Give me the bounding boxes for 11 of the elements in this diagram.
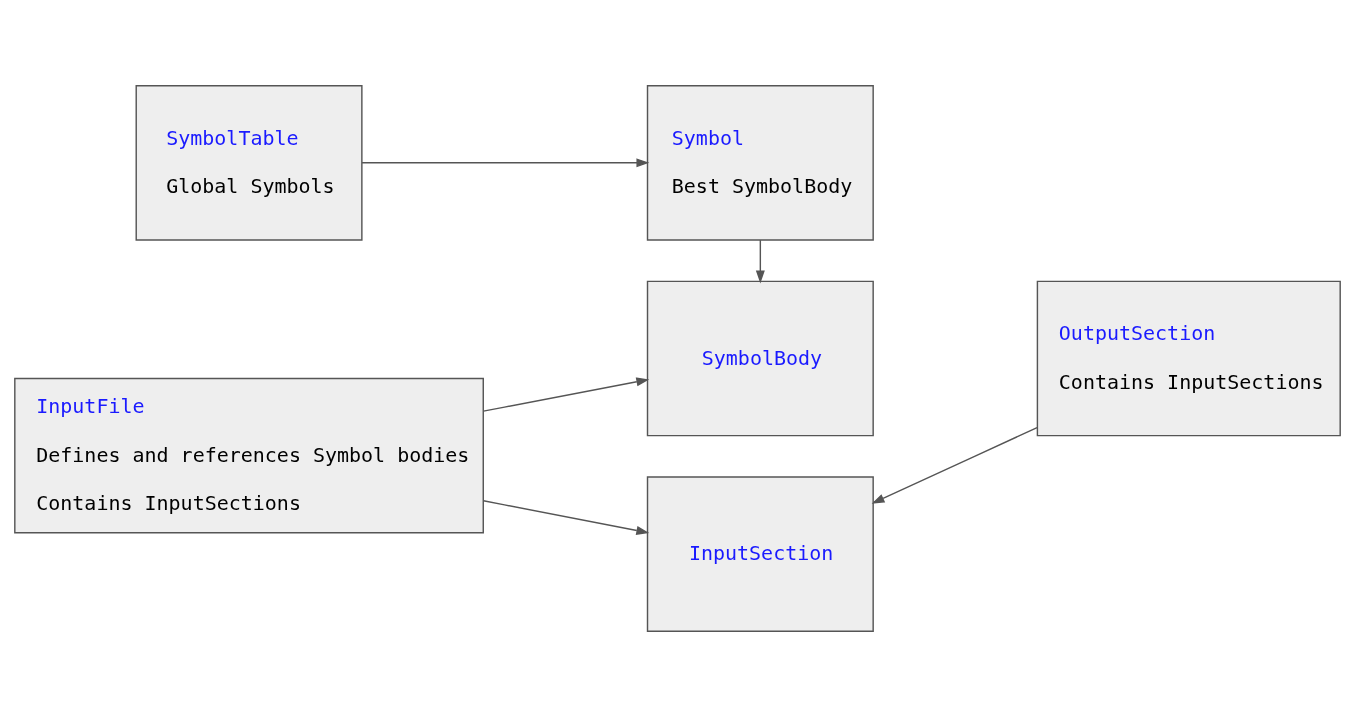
arrow: [482, 377, 650, 412]
node-box: Symbol Best SymbolBody: [646, 85, 874, 241]
node-box: SymbolTable Global Symbols: [135, 85, 363, 241]
arrow: [755, 239, 765, 284]
node-box: OutputSection Contains InputSections: [1036, 280, 1341, 437]
arrow: [482, 500, 650, 535]
node-box: SymbolBody: [646, 280, 874, 437]
node-box: InputFile Defines and references Symbol bodies Contains InputSections: [14, 377, 484, 534]
arrow: [361, 158, 650, 168]
node-box: InputSection: [646, 476, 874, 632]
arrow: [871, 426, 1038, 504]
